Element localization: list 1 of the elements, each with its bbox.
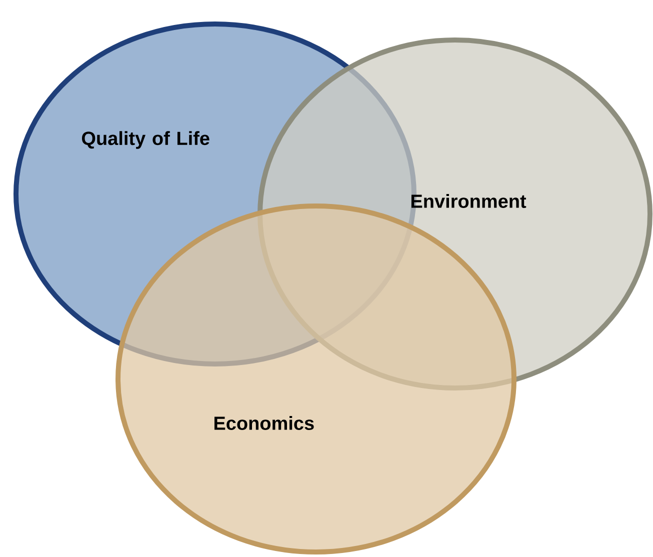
circle-label: Quality of Life xyxy=(82,131,210,149)
